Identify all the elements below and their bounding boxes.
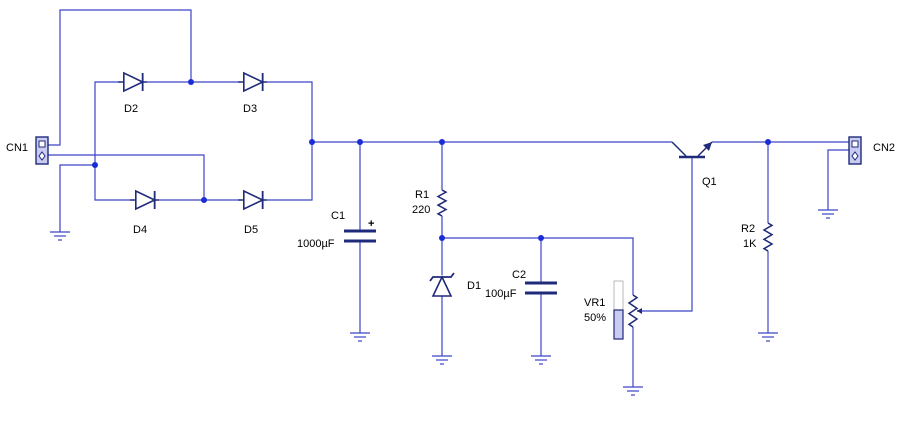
vr1-value-label: 50% [584,312,606,324]
wire [94,155,134,201]
components [35,71,862,396]
ground-icon [758,332,778,342]
r2-label: R2 [741,223,755,235]
c1-label: C1 [331,210,345,222]
ground-icon [350,332,370,342]
wire [48,81,122,156]
junction-node [357,139,363,145]
two-pin-connector-icon [35,136,49,165]
wire [95,154,205,200]
junction-nodes [92,79,771,241]
ground-icon [432,355,452,365]
r1-value-label: 220 [412,204,430,216]
junction-node [92,162,98,168]
r1-label: R1 [415,189,429,201]
r2-value-label: 1K [743,238,757,250]
ground-icon [531,355,551,365]
wire [827,149,849,210]
wire [59,164,95,232]
q1-label: Q1 [702,176,717,188]
component-labels: CN1 CN2 D2 D3 D4 D5 C1 + 1000µF R1 220 D… [6,103,895,324]
potentiometer-icon [627,294,642,328]
ground-icon [623,386,643,396]
ground-icon [50,231,70,241]
junction-node [309,139,315,145]
c2-value-label: 100µF [485,288,517,300]
ground-icon [818,209,838,219]
c1-polarity-label: + [368,218,374,230]
pot-setting-indicator [613,280,624,340]
wire [263,81,313,201]
diode-icon [118,71,147,93]
diode-icon [238,189,267,211]
junction-node [439,139,445,145]
diode-icon [238,71,267,93]
zener-diode-icon [429,272,455,297]
npn-transistor-icon [671,141,713,159]
resistor-icon [762,222,774,252]
capacitor-icon [344,229,376,243]
d5-label: D5 [244,224,258,236]
two-pin-connector-icon [848,136,862,165]
d2-label: D2 [124,103,138,115]
d1-label: D1 [467,280,481,292]
wires [48,9,849,387]
junction-node [188,79,194,85]
c1-value-label: 1000µF [297,238,335,250]
junction-node [538,235,544,241]
resistor-icon [436,189,448,217]
junction-node [439,235,445,241]
d3-label: D3 [243,103,257,115]
diode-icon [130,189,159,211]
junction-node [201,197,207,203]
wire [442,237,634,295]
vr1-label: VR1 [584,297,605,309]
junction-node [765,139,771,145]
cn2-label: CN2 [873,142,895,154]
capacitor-icon [525,281,557,295]
cn1-label: CN1 [6,142,28,154]
wire [642,157,693,312]
wire [48,9,192,146]
d4-label: D4 [133,224,147,236]
c2-label: C2 [512,269,526,281]
